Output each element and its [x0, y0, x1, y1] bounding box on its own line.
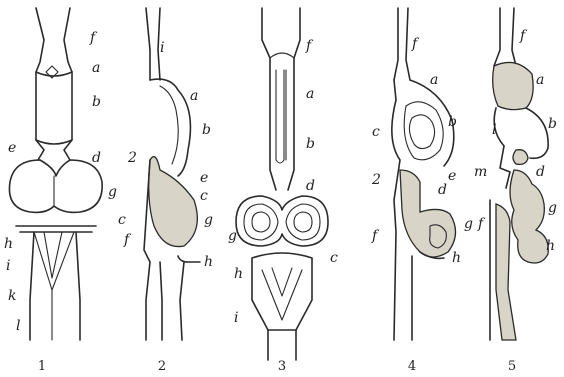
label-g: g: [108, 184, 117, 200]
label-f: f: [89, 30, 98, 46]
label-2: 2: [127, 150, 137, 166]
label-b: b: [306, 136, 315, 152]
label-k: k: [8, 288, 16, 304]
label-a: a: [536, 72, 544, 88]
label-e: e: [448, 168, 456, 184]
label-c: c: [118, 212, 126, 228]
label-g: g: [464, 216, 473, 232]
label-b: b: [548, 116, 557, 132]
label-e: e: [8, 140, 16, 156]
label-f: f: [371, 228, 380, 244]
figure-number-5: 5: [508, 359, 516, 374]
label-d: d: [306, 178, 315, 194]
label-g: g: [548, 200, 557, 216]
label-f: f: [411, 36, 420, 52]
label-h: h: [204, 254, 213, 270]
label-f: f: [305, 38, 314, 54]
label-g: g: [204, 212, 213, 228]
label-b: b: [448, 114, 457, 130]
panel-1-drawing: [9, 8, 102, 340]
figure-number-1: 1: [38, 359, 46, 374]
label-c: c: [372, 124, 380, 140]
label-d: d: [438, 182, 447, 198]
label-g: g: [228, 228, 237, 244]
label-f: f: [519, 28, 528, 44]
figure-number-2: 2: [158, 359, 166, 374]
label-l: l: [16, 318, 20, 334]
figure-number-4: 4: [408, 359, 416, 374]
panel-3-labels: f a b d g c h i: [228, 38, 338, 326]
label-d: d: [92, 150, 101, 166]
label-i: i: [160, 40, 164, 56]
label-h: h: [546, 238, 555, 254]
panel-2-drawing: [144, 8, 200, 340]
label-b: b: [92, 94, 101, 110]
label-i: i: [234, 310, 238, 326]
label-e: e: [200, 170, 208, 186]
label-i: i: [6, 258, 10, 274]
panel-4-drawing: [392, 8, 456, 340]
label-h: h: [4, 236, 13, 252]
label-m: m: [474, 164, 487, 180]
label-h: h: [452, 250, 461, 266]
label-h: h: [234, 266, 243, 282]
label-a: a: [92, 60, 100, 76]
label-a: a: [190, 88, 198, 104]
label-f: f: [477, 216, 486, 232]
figure-number-3: 3: [278, 359, 286, 374]
label-b: b: [202, 122, 211, 138]
label-c: c: [200, 188, 208, 204]
label-f: f: [123, 232, 132, 248]
label-a: a: [430, 72, 438, 88]
figure-numbers: 1 2 3 4 5: [38, 359, 516, 374]
label-c: c: [330, 250, 338, 266]
label-l: l: [492, 122, 496, 138]
label-a: a: [306, 86, 314, 102]
panel-1-labels: f a b e d g c h i k l: [4, 30, 126, 334]
label-2: 2: [371, 172, 381, 188]
label-d: d: [536, 164, 545, 180]
